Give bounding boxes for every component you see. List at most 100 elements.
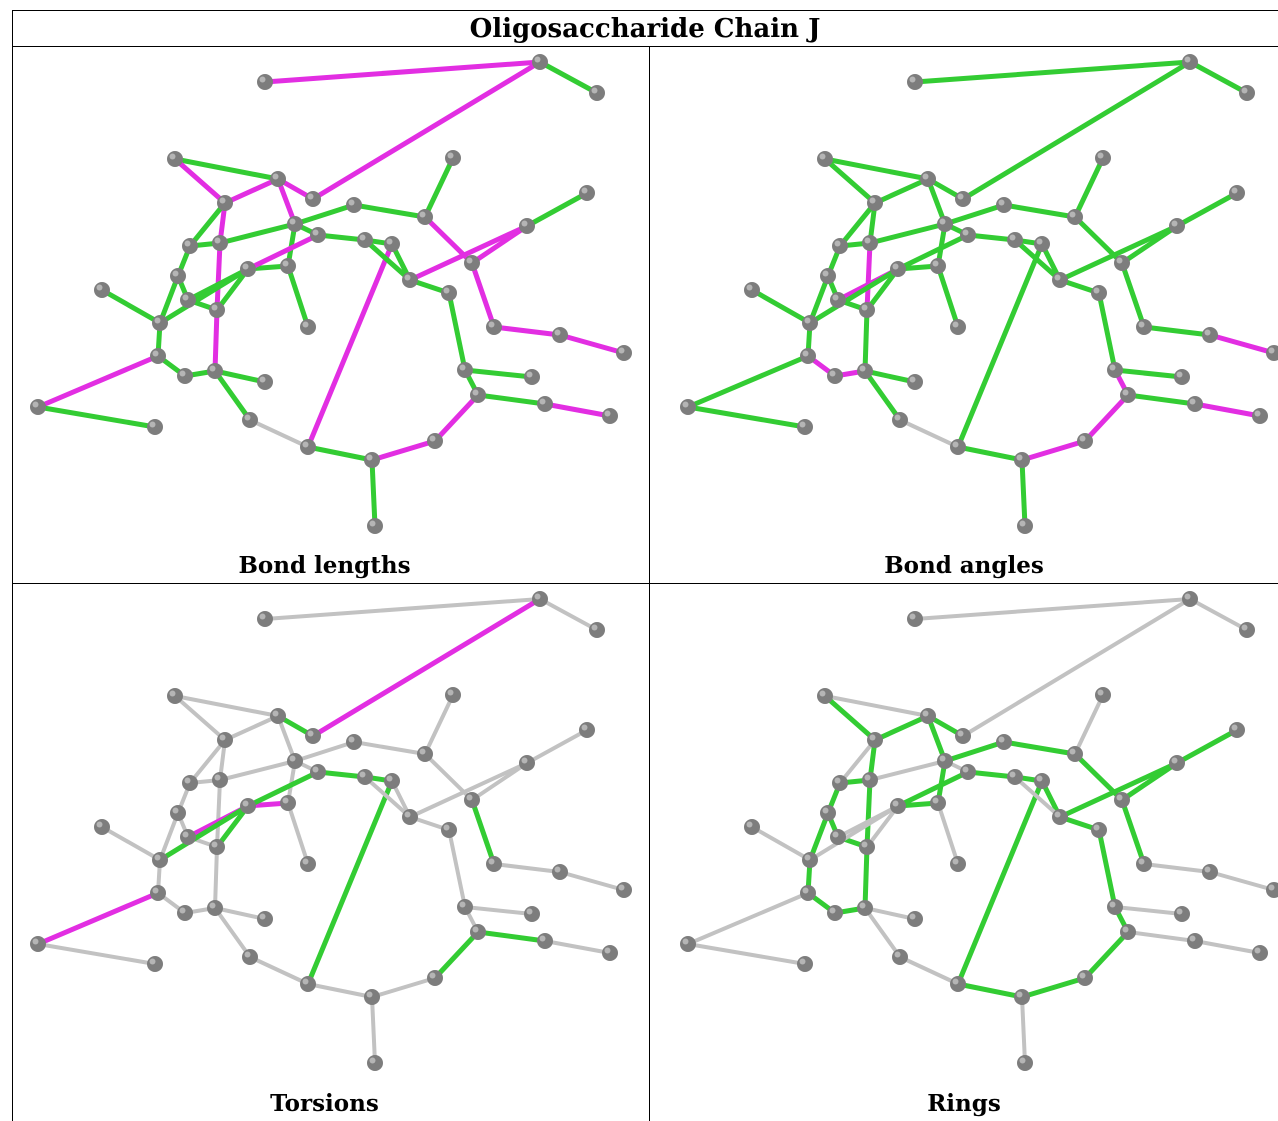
bond	[492, 862, 562, 874]
atom-highlight	[32, 401, 39, 408]
atom-highlight	[259, 613, 266, 620]
atom	[305, 191, 321, 207]
bond	[807, 273, 831, 326]
atom-highlight	[799, 421, 806, 428]
bond	[369, 457, 378, 529]
atom-highlight	[539, 935, 546, 942]
atom-highlight	[282, 797, 289, 804]
atom-highlight	[859, 902, 866, 909]
atom-highlight	[1079, 972, 1086, 979]
atom	[464, 792, 480, 808]
atom-highlight	[581, 724, 588, 731]
bond	[822, 693, 878, 743]
atom-highlight	[922, 710, 929, 717]
atom	[300, 976, 316, 992]
atom-highlight	[149, 958, 156, 965]
bond	[1020, 995, 1027, 1065]
atom	[305, 728, 321, 744]
atom	[907, 74, 923, 90]
atom-highlight	[1254, 410, 1261, 417]
bond	[942, 739, 1007, 764]
atom-highlight	[864, 774, 871, 781]
atom	[802, 852, 818, 868]
bond	[305, 241, 395, 450]
atom-highlight	[909, 913, 916, 920]
atom-highlight	[591, 624, 598, 631]
atom-highlight	[209, 902, 216, 909]
bond	[872, 176, 931, 206]
bond	[1141, 324, 1213, 338]
atom	[445, 150, 461, 166]
atom	[257, 611, 273, 627]
bond	[955, 241, 1045, 450]
atom	[832, 775, 848, 791]
atom	[859, 839, 875, 855]
bond	[898, 418, 960, 449]
bond	[913, 597, 1192, 621]
atom	[1182, 591, 1198, 607]
atom-highlight	[939, 755, 946, 762]
bond	[1019, 438, 1088, 463]
atom	[152, 315, 168, 331]
atom-highlight	[1036, 238, 1043, 245]
bond	[212, 368, 253, 423]
bond	[286, 801, 310, 866]
atom	[147, 419, 163, 435]
bond	[1001, 739, 1078, 757]
atom	[519, 755, 535, 771]
atom	[1202, 864, 1218, 880]
bond	[862, 368, 918, 385]
atom	[441, 822, 457, 838]
atom	[427, 433, 443, 449]
atom-highlight	[998, 199, 1005, 206]
atom	[417, 746, 433, 762]
atom	[170, 805, 186, 821]
atom	[30, 936, 46, 952]
grid-line	[12, 10, 1278, 11]
atom-highlight	[1254, 947, 1261, 954]
atom	[300, 439, 316, 455]
bond	[1019, 975, 1088, 1000]
atom	[955, 728, 971, 744]
atom-highlight	[1231, 187, 1238, 194]
atom-highlight	[932, 260, 939, 267]
bond	[248, 418, 310, 449]
atom	[1091, 285, 1107, 301]
atom	[1095, 150, 1111, 166]
bond	[1174, 190, 1240, 229]
atom-highlight	[682, 938, 689, 945]
bond	[912, 59, 1193, 85]
atom-highlight	[1176, 371, 1183, 378]
atom	[287, 216, 303, 232]
atom-highlight	[1097, 152, 1104, 159]
bond	[1012, 237, 1063, 283]
atom-highlight	[746, 284, 753, 291]
atom-highlight	[307, 193, 314, 200]
atom	[457, 362, 473, 378]
bond	[868, 759, 947, 782]
atom-highlight	[447, 152, 454, 159]
bond	[925, 176, 948, 227]
panel-bond-lengths: Bond lengths	[0, 47, 649, 583]
bond	[1207, 332, 1277, 356]
atom	[417, 209, 433, 225]
atom-highlight	[554, 329, 561, 336]
bond	[352, 740, 427, 756]
bond	[862, 844, 870, 911]
atom-highlight	[834, 777, 841, 784]
bond	[1073, 693, 1105, 756]
atom-highlight	[534, 56, 541, 63]
bond	[1019, 457, 1028, 529]
atom	[867, 732, 883, 748]
atom-highlight	[366, 991, 373, 998]
bond	[222, 176, 281, 206]
bond	[1001, 202, 1078, 220]
atom-highlight	[539, 398, 546, 405]
bond	[217, 221, 298, 246]
bond	[214, 266, 251, 313]
atom	[217, 195, 233, 211]
bond	[469, 797, 497, 867]
atom-highlight	[861, 304, 868, 311]
atom-highlight	[604, 947, 611, 954]
atom	[182, 775, 198, 791]
